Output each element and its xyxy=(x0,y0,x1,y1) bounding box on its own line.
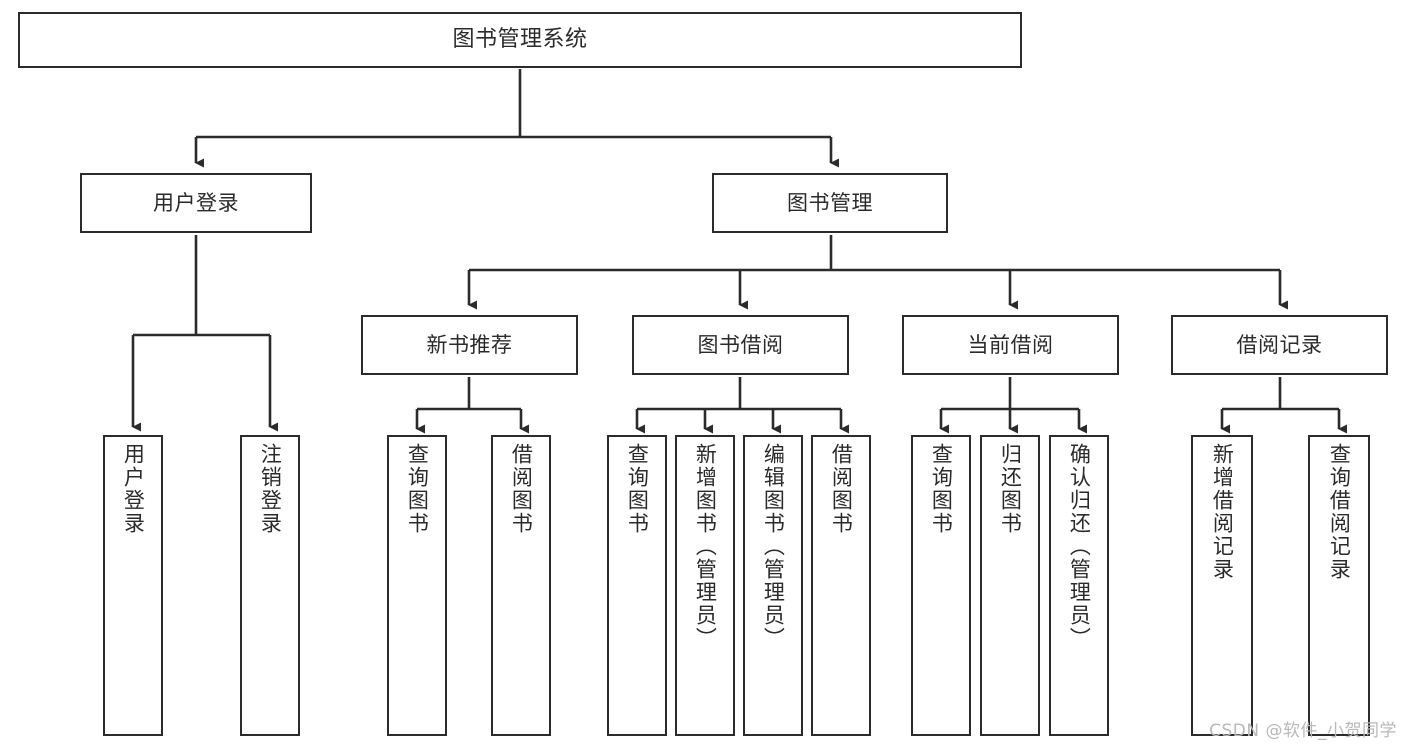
node-root-system[interactable]: 图书管理系统 xyxy=(18,12,1022,68)
node-label: 用户登录 xyxy=(121,443,146,535)
node-leaf-query-book-new[interactable]: 查询图书 xyxy=(387,435,447,736)
node-label: 用户登录 xyxy=(153,190,239,215)
node-label: 查询图书 xyxy=(405,443,430,535)
node-leaf-query-book-borrow[interactable]: 查询图书 xyxy=(607,435,667,736)
node-user-login[interactable]: 用户登录 xyxy=(80,173,312,233)
node-leaf-confirm-return-admin[interactable]: 确认归还（管理员） xyxy=(1049,435,1109,736)
node-label: 借阅图书 xyxy=(829,443,854,535)
node-borrow-records[interactable]: 借阅记录 xyxy=(1171,315,1388,375)
node-label: 借阅记录 xyxy=(1236,332,1323,357)
node-leaf-logout[interactable]: 注销登录 xyxy=(240,435,300,736)
node-book-management[interactable]: 图书管理 xyxy=(712,173,948,233)
node-leaf-return-book[interactable]: 归还图书 xyxy=(980,435,1040,736)
node-label: 查询图书 xyxy=(625,443,650,535)
node-current-borrow[interactable]: 当前借阅 xyxy=(902,315,1119,375)
node-leaf-borrow-book-new[interactable]: 借阅图书 xyxy=(491,435,551,736)
node-label: 查询图书 xyxy=(929,443,954,535)
node-leaf-borrow-book[interactable]: 借阅图书 xyxy=(811,435,871,736)
csdn-watermark: CSDN @软件_小贺同学 xyxy=(1209,721,1397,741)
node-book-borrow[interactable]: 图书借阅 xyxy=(632,315,849,375)
node-leaf-query-borrow-record[interactable]: 查询借阅记录 xyxy=(1308,435,1370,736)
node-leaf-add-book-admin[interactable]: 新增图书（管理员） xyxy=(675,435,735,736)
node-label: 编辑图书（管理员） xyxy=(761,443,786,650)
node-label: 归还图书 xyxy=(998,443,1023,535)
node-leaf-edit-book-admin[interactable]: 编辑图书（管理员） xyxy=(743,435,803,736)
node-label: 借阅图书 xyxy=(509,443,534,535)
node-label: 注销登录 xyxy=(258,443,283,535)
node-label: 图书借阅 xyxy=(697,332,784,357)
node-label: 查询借阅记录 xyxy=(1327,443,1352,581)
node-label: 当前借阅 xyxy=(967,332,1054,357)
node-label: 图书管理系统 xyxy=(452,27,588,53)
node-label: 新增借阅记录 xyxy=(1210,443,1235,581)
node-label: 确认归还（管理员） xyxy=(1067,443,1092,650)
node-leaf-query-book-current[interactable]: 查询图书 xyxy=(911,435,971,736)
node-label: 新书推荐 xyxy=(426,332,513,357)
node-label: 新增图书（管理员） xyxy=(693,443,718,650)
node-new-book-recommend[interactable]: 新书推荐 xyxy=(361,315,578,375)
node-leaf-user-login[interactable]: 用户登录 xyxy=(103,435,163,736)
node-label: 图书管理 xyxy=(787,190,873,215)
node-leaf-add-borrow-record[interactable]: 新增借阅记录 xyxy=(1191,435,1253,736)
